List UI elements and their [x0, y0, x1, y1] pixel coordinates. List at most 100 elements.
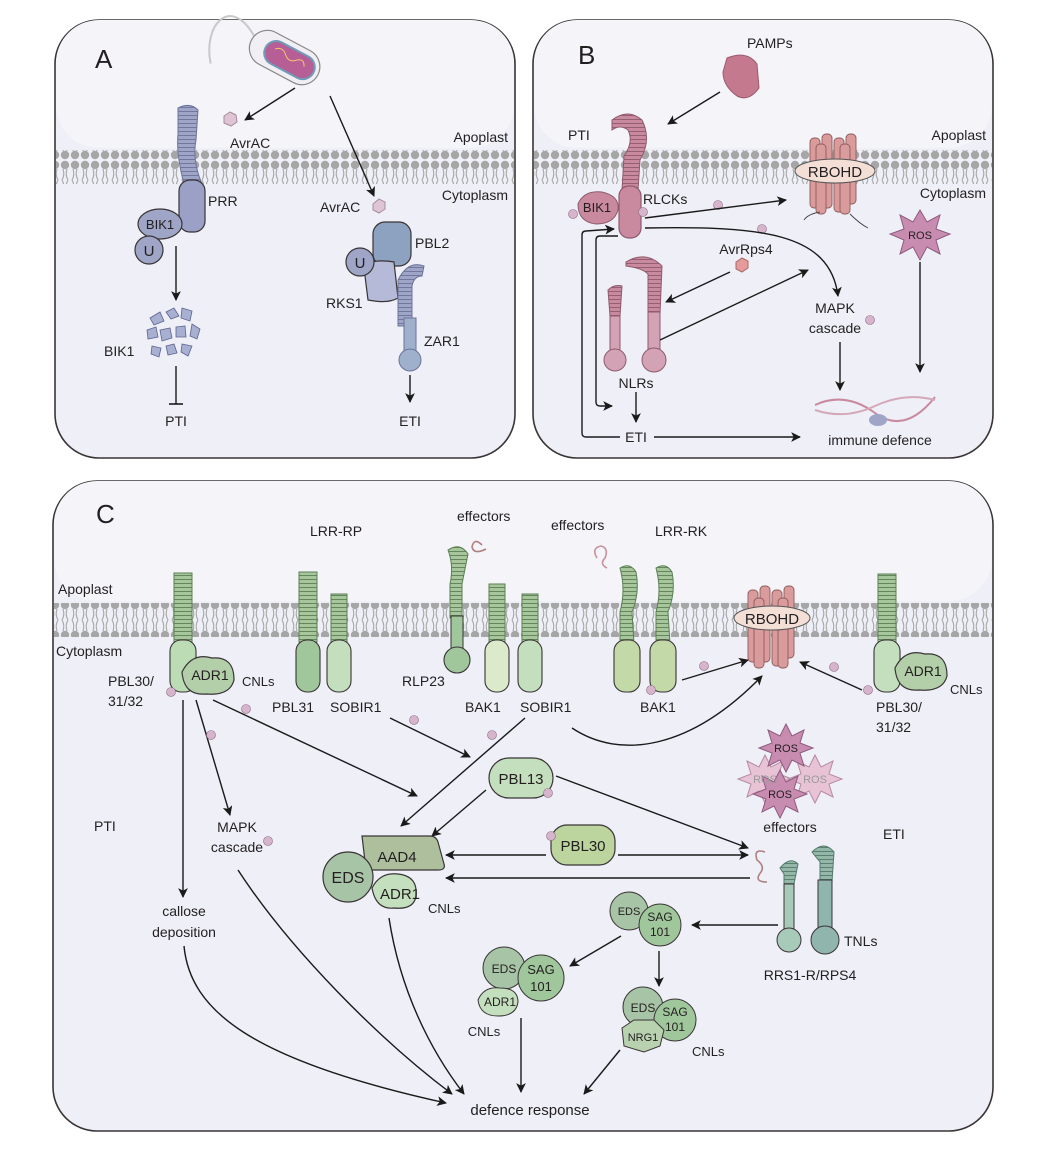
lrr-rk-coil: [655, 565, 674, 645]
cnls-main-label: CNLs: [428, 901, 461, 916]
arrow-rlck-rbohd: [644, 196, 787, 219]
sag101-adr1-complex: [517, 954, 565, 1002]
cascade-label: cascade: [211, 839, 263, 855]
rbohd-label: RBOHD: [745, 611, 799, 628]
pbl31-kinase: [295, 639, 321, 693]
apoplast-label: Apoplast: [58, 581, 113, 597]
nrg1-protein: [621, 1019, 665, 1053]
arrow-bacterium-to-cytoplasm: [329, 95, 375, 197]
panel-a: A Apoplast Cytoplasm AvrAC PRR BIK1 U: [54, 15, 516, 459]
panel-b: B PAMPs PTI Apoplast Cytoplasm BIK1 RLCK…: [532, 19, 994, 459]
eds-protein: [322, 851, 374, 903]
receptor-coil: [298, 571, 318, 643]
effector-squiggle-icon: [471, 540, 487, 553]
pbl30-left-label-2: 31/32: [108, 693, 143, 709]
pbl13-protein: [488, 757, 554, 799]
pbl30-protein: [550, 824, 616, 866]
arrow-avrrps4-nlr: [665, 271, 731, 303]
panel-c: C Apoplast Cytoplasm LRR-RP effectors ef…: [52, 480, 994, 1132]
bik1-bound-label: BIK1: [146, 217, 174, 232]
pti-label: PTI: [568, 127, 590, 143]
eds-top-label: EDS: [618, 906, 641, 918]
arrow-sobir1-aad4: [400, 717, 526, 827]
nlrs-label: NLRs: [618, 375, 653, 391]
bak1-kinase-b: [649, 639, 677, 693]
eds-adr1-label: EDS: [492, 962, 517, 976]
phospho-icon: [409, 715, 419, 725]
adr1-sag-protein: [477, 987, 519, 1017]
arrow-adr1-main-defence: [388, 917, 465, 1095]
zar1-coil: [397, 264, 425, 327]
panel-letter: C: [96, 499, 115, 529]
prr-receptor: [177, 104, 206, 233]
defence-response-label: defence response: [470, 1102, 589, 1119]
pti-label: PTI: [94, 818, 116, 834]
sobir1-kinase-b: [517, 639, 543, 693]
arrow-pbl13-aad4: [431, 789, 487, 837]
avrac-label-mid: AvrAC: [320, 199, 360, 215]
rks1-label: RKS1: [326, 295, 363, 311]
sag101-top: [638, 903, 682, 947]
sag101-label-1: SAG: [527, 962, 554, 977]
pbl2-protein: [372, 221, 412, 267]
bak1-label-b: BAK1: [640, 699, 676, 715]
effectors-label-2: effectors: [551, 517, 604, 533]
rrs1-rps4-label: RRS1-R/RPS4: [764, 967, 857, 983]
sag101-top-label-2: 101: [650, 925, 670, 939]
sag101-top-label-1: SAG: [647, 910, 672, 924]
sobir1-kinase: [326, 639, 352, 693]
immune-defence-label: immune defence: [828, 432, 932, 448]
rbohd-label: RBOHD: [808, 164, 862, 181]
feedback-arrow-outer: [581, 224, 620, 438]
phospho-icon: [206, 730, 216, 740]
cytoplasm-label: Cytoplasm: [920, 185, 986, 201]
bik1-bound: [137, 208, 183, 240]
receptor-coil: [330, 593, 348, 645]
arrow-sobir1-rbohd: [571, 675, 763, 746]
tnl-2-stalk: [817, 879, 833, 931]
receptor-coil: [488, 583, 506, 645]
pbl13-label: PBL13: [498, 771, 543, 788]
lrr-rk-coil: [619, 565, 638, 645]
sobir1-label-b: SOBIR1: [520, 699, 572, 715]
phospho-icon: [263, 836, 273, 846]
eti-label: ETI: [883, 826, 905, 842]
avrrps4-label: AvrRps4: [719, 241, 773, 257]
phospho-icon: [646, 685, 656, 695]
arrow-mapk-defence: [237, 869, 453, 1095]
receptor-coil: [521, 593, 539, 645]
effectors-label-1: effectors: [457, 508, 510, 524]
arrow-pbl30-mapk: [195, 699, 233, 816]
arrow-pbl30-aad4: [212, 699, 418, 797]
phospho-icon: [241, 704, 251, 714]
ros-burst-icon: [888, 209, 952, 262]
bik1-degraded-label: BIK1: [104, 343, 135, 359]
phospho-icon: [568, 209, 578, 219]
dna-icon: [814, 396, 936, 426]
phospho-icon: [638, 207, 648, 217]
ubiquitin-right: [345, 247, 375, 277]
phospho-icon: [543, 788, 553, 798]
pbl30-right-label-2: 31/32: [876, 719, 911, 735]
pamps-label: PAMPs: [747, 35, 793, 51]
phospho-icon: [487, 730, 497, 740]
adr1-right-protein: [894, 652, 948, 691]
eds-nrg1-label: EDS: [631, 1001, 656, 1015]
ros-label: ROS: [774, 743, 798, 755]
phospho-icon: [865, 315, 875, 325]
sobir1-label-a: SOBIR1: [330, 699, 382, 715]
adr1-sag-label: ADR1: [484, 995, 516, 1009]
cell-membrane: [534, 150, 992, 184]
pti-label: PTI: [165, 413, 187, 429]
rbohd-label-ellipse: [794, 158, 876, 184]
cnls-left-label: CNLs: [242, 674, 275, 689]
lrr-rk-label: LRR-RK: [655, 523, 708, 539]
cnls-nrg1-label: CNLs: [692, 1044, 725, 1059]
phospho-icon: [546, 831, 556, 841]
mapk-label: MAPK: [815, 300, 855, 316]
cytoplasm-label: Cytoplasm: [442, 187, 508, 203]
arrow-eds-sag-adr1: [569, 935, 622, 967]
rbohd-label-ellipse: [733, 605, 811, 631]
arrow-sobir1-pbl13: [389, 717, 471, 758]
tnl-1-stalk: [783, 883, 795, 931]
